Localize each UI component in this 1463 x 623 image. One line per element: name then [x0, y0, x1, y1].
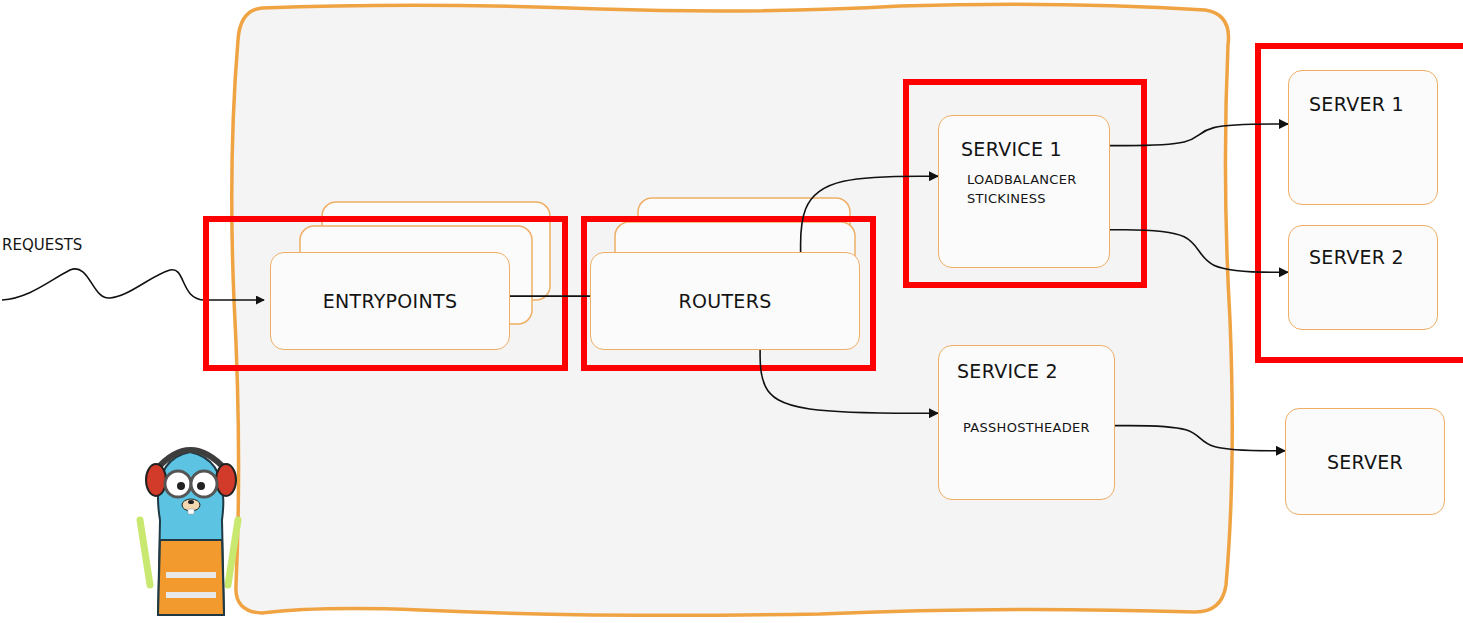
box-title: SERVICE 1: [961, 138, 1062, 160]
flow-connector: [510, 295, 590, 297]
highlight-frame: [906, 82, 1144, 285]
flow-connector: [1110, 124, 1288, 146]
box-detail: LOADBALANCER: [967, 172, 1077, 187]
component-box: SERVER 1: [1288, 70, 1438, 205]
box-title: ROUTERS: [678, 290, 771, 312]
component-box: ENTRYPOINTS: [270, 252, 510, 350]
highlight-frame: [1258, 46, 1463, 360]
box-detail: STICKINESS: [967, 191, 1046, 206]
box-title: SERVER 2: [1309, 246, 1404, 268]
box-title: SERVER 1: [1309, 93, 1404, 115]
component-box: SERVICE 2 PASSHOSTHEADER: [938, 345, 1115, 500]
component-box: SERVER: [1285, 408, 1445, 515]
flow-connector: [1110, 230, 1288, 273]
system-region: [232, 4, 1233, 615]
component-box: SERVER 2: [1288, 225, 1438, 330]
box-title: ENTRYPOINTS: [323, 290, 458, 312]
highlight-frame: [584, 219, 873, 368]
box-detail: PASSHOSTHEADER: [963, 420, 1090, 435]
flow-connector: [801, 176, 938, 252]
box-title: SERVER: [1327, 451, 1403, 473]
component-box: ROUTERS: [590, 252, 860, 350]
flow-connector: [1115, 426, 1285, 451]
flow-connector: [760, 350, 938, 413]
flow-label: REQUESTS: [2, 236, 82, 254]
component-box: SERVICE 1 LOADBALANCER STICKINESS: [938, 115, 1110, 268]
request-arrow: [2, 269, 264, 300]
box-title: SERVICE 2: [957, 360, 1058, 382]
gopher-mascot: [140, 450, 238, 615]
highlight-frame: [206, 219, 565, 368]
